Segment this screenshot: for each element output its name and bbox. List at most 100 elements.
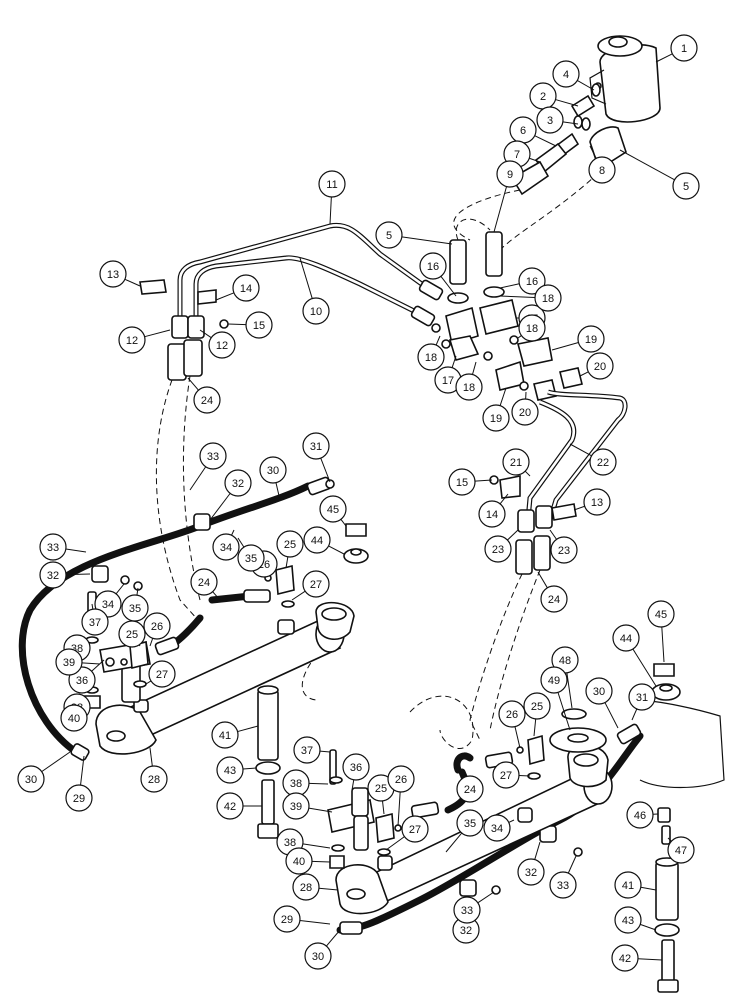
leader-line bbox=[66, 549, 86, 552]
callout-32: 32 bbox=[225, 470, 251, 496]
callout-number: 30 bbox=[593, 686, 605, 698]
callout-number: 29 bbox=[281, 914, 293, 926]
callout-number: 21 bbox=[510, 457, 522, 469]
callout-number: 30 bbox=[25, 774, 37, 786]
callout-22: 22 bbox=[590, 449, 616, 475]
callout-20: 20 bbox=[512, 399, 538, 425]
callout-number: 20 bbox=[519, 407, 531, 419]
callout-18: 18 bbox=[519, 315, 545, 341]
callout-33: 33 bbox=[550, 872, 576, 898]
callout-number: 31 bbox=[310, 441, 322, 453]
callout-31: 31 bbox=[629, 684, 655, 710]
callout-number: 5 bbox=[386, 230, 392, 242]
leader-line bbox=[518, 336, 521, 338]
callout-19: 19 bbox=[578, 326, 604, 352]
callout-18: 18 bbox=[456, 374, 482, 400]
callout-28: 28 bbox=[293, 874, 319, 900]
callout-44: 44 bbox=[304, 527, 330, 553]
callout-39: 39 bbox=[283, 793, 309, 819]
callout-number: 26 bbox=[395, 774, 407, 786]
callout-29: 29 bbox=[66, 785, 92, 811]
callout-42: 42 bbox=[612, 945, 638, 971]
leader-line bbox=[478, 892, 494, 903]
leader-line bbox=[216, 293, 234, 300]
callout-18: 18 bbox=[535, 285, 561, 311]
callout-31: 31 bbox=[303, 433, 329, 459]
callout-33: 33 bbox=[40, 534, 66, 560]
callout-24: 24 bbox=[541, 586, 567, 612]
callout-35: 35 bbox=[238, 545, 264, 571]
callout-number: 27 bbox=[500, 770, 512, 782]
leader-line bbox=[555, 100, 578, 106]
callout-number: 13 bbox=[591, 497, 603, 509]
callout-number: 40 bbox=[293, 856, 305, 868]
callout-number: 34 bbox=[491, 823, 503, 835]
callout-number: 42 bbox=[619, 953, 631, 965]
callout-number: 43 bbox=[224, 765, 236, 777]
callout-number: 7 bbox=[514, 149, 520, 161]
callout-12: 12 bbox=[119, 327, 145, 353]
callout-number: 24 bbox=[201, 395, 213, 407]
callout-number: 8 bbox=[599, 165, 605, 177]
callout-number: 27 bbox=[409, 824, 421, 836]
callout-number: 28 bbox=[300, 882, 312, 894]
callout-number: 18 bbox=[542, 293, 554, 305]
callout-number: 37 bbox=[89, 617, 101, 629]
callout-35: 35 bbox=[122, 595, 148, 621]
callout-number: 13 bbox=[107, 269, 119, 281]
callout-13: 13 bbox=[584, 489, 610, 515]
callout-number: 9 bbox=[507, 169, 513, 181]
callout-number: 27 bbox=[156, 669, 168, 681]
callout-15: 15 bbox=[449, 469, 475, 495]
callout-number: 3 bbox=[547, 115, 553, 127]
callout-number: 25 bbox=[126, 629, 138, 641]
leader-line bbox=[567, 673, 572, 708]
callout-number: 18 bbox=[526, 323, 538, 335]
callout-2: 2 bbox=[530, 83, 556, 109]
callout-number: 34 bbox=[102, 599, 114, 611]
callout-23: 23 bbox=[551, 537, 577, 563]
callout-34: 34 bbox=[213, 534, 239, 560]
callout-24: 24 bbox=[457, 776, 483, 802]
callout-number: 26 bbox=[151, 621, 163, 633]
callout-41: 41 bbox=[212, 722, 238, 748]
callout-number: 46 bbox=[634, 810, 646, 822]
callout-6: 6 bbox=[510, 117, 536, 143]
leader-line bbox=[116, 584, 124, 594]
callout-number: 35 bbox=[245, 553, 257, 565]
callout-number: 30 bbox=[312, 951, 324, 963]
leader-line bbox=[568, 856, 576, 873]
callout-number: 36 bbox=[76, 675, 88, 687]
callout-13: 13 bbox=[100, 261, 126, 287]
leader-line bbox=[500, 388, 506, 406]
callout-number: 49 bbox=[548, 675, 560, 687]
callout-45: 45 bbox=[648, 601, 674, 627]
callout-15: 15 bbox=[246, 312, 272, 338]
callout-23: 23 bbox=[485, 536, 511, 562]
callout-number: 24 bbox=[464, 784, 476, 796]
callout-number: 4 bbox=[563, 69, 569, 81]
leader-line bbox=[535, 842, 540, 860]
callout-number: 25 bbox=[531, 701, 543, 713]
callout-number: 44 bbox=[620, 633, 632, 645]
leader-line bbox=[382, 801, 384, 814]
seal-washers bbox=[550, 709, 606, 752]
leader-line bbox=[329, 546, 344, 554]
callout-number: 48 bbox=[559, 655, 571, 667]
callout-number: 39 bbox=[63, 657, 75, 669]
callout-number: 47 bbox=[675, 845, 687, 857]
leader-line bbox=[605, 703, 618, 728]
leader-line bbox=[228, 324, 246, 325]
leader-line bbox=[580, 372, 588, 376]
leader-line bbox=[312, 861, 330, 862]
callout-20: 20 bbox=[587, 353, 613, 379]
leader-line bbox=[550, 530, 557, 539]
callout-11: 11 bbox=[319, 171, 345, 197]
leader-line bbox=[341, 519, 346, 526]
callout-12: 12 bbox=[209, 332, 235, 358]
callout-number: 43 bbox=[622, 915, 634, 927]
callout-number: 30 bbox=[267, 465, 279, 477]
leader-line bbox=[507, 530, 518, 540]
callout-number: 36 bbox=[350, 762, 362, 774]
callout-number: 34 bbox=[220, 542, 232, 554]
